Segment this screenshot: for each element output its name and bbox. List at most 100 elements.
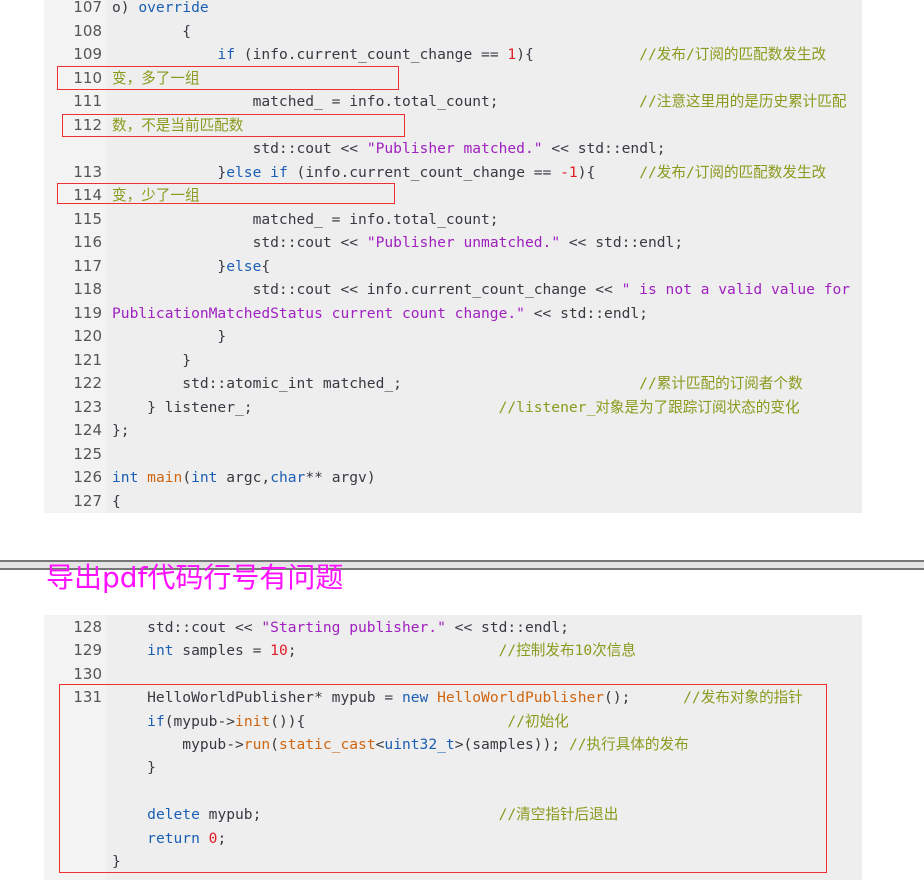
highlight-box-line-110 — [57, 66, 399, 90]
keyword: int — [112, 469, 139, 486]
code-text: { — [261, 257, 271, 275]
code-line: 111 matched_ = info.total_count; //注意这里用… — [44, 90, 862, 114]
code-text: } listener_; — [112, 398, 499, 416]
line-number: 110 — [73, 68, 102, 87]
number-literal: -1 — [560, 163, 578, 181]
code-text: << std::endl; — [524, 304, 648, 322]
comment: 变，少了一组 — [112, 187, 200, 204]
code-text: HelloWorldPublisher* mypub = — [112, 689, 402, 707]
code-text: ){ — [577, 163, 640, 181]
line-number: 129 — [73, 641, 102, 660]
line-number-gutter — [44, 615, 106, 880]
line-number: 130 — [73, 664, 102, 683]
keyword: int — [147, 642, 174, 660]
code-line: 115 matched_ = info.total_count; — [44, 208, 862, 232]
code-line: if(mypub->init()){ //初始化 — [44, 710, 862, 734]
code-line: 125 — [44, 443, 862, 467]
function-name: run — [243, 736, 271, 753]
code-text: matched_ = info.total_count; — [112, 210, 499, 228]
code-text: (mypub-> — [164, 712, 236, 730]
highlight-box-main-body — [59, 684, 827, 873]
function-name: init — [235, 712, 271, 730]
code-line: return 0; — [44, 827, 862, 851]
code-text: samples = — [173, 642, 271, 660]
keyword: override — [138, 0, 209, 16]
code-text — [112, 642, 147, 659]
comment: //注意这里用的是历史累计匹配 — [639, 93, 847, 110]
code-text: ; — [287, 642, 499, 660]
code-content: std::cout << "Publisher unmatched." << s… — [112, 231, 684, 255]
code-line: 113 }else if (info.current_count_change … — [44, 161, 862, 185]
code-content: delete mypub; //清空指针后退出 — [112, 803, 618, 827]
line-number: 120 — [73, 327, 102, 345]
code-line: 121 } — [44, 349, 862, 373]
code-text: << std::endl; — [542, 140, 666, 157]
code-content: } — [112, 325, 226, 349]
line-number: 131 — [73, 688, 102, 707]
line-number: 111 — [73, 92, 102, 110]
line-number: 112 — [73, 115, 102, 134]
code-line: 127{ — [44, 490, 862, 514]
code-content: { — [112, 20, 191, 44]
keyword: else if — [226, 163, 288, 181]
comment: //发布/订阅的匹配数发生改 — [639, 163, 827, 181]
comment: //发布对象的指针 — [683, 689, 803, 707]
code-text: std::cout << — [112, 619, 262, 636]
comment: //初始化 — [507, 712, 569, 730]
comment: //清空指针后退出 — [498, 806, 619, 824]
line-number: 121 — [73, 350, 102, 369]
line-number: 108 — [73, 21, 102, 40]
code-line: std::cout << "Publisher matched." << std… — [44, 137, 862, 161]
keyword: delete — [147, 806, 200, 824]
keyword: return — [147, 829, 200, 847]
code-text: ){ — [516, 46, 640, 63]
function-name: HelloWorldPublisher — [437, 689, 605, 707]
line-number: 124 — [73, 421, 102, 439]
code-text: std::cout << — [112, 234, 367, 251]
code-text: << std::endl; — [445, 619, 569, 636]
code-text: mypub-> — [112, 736, 244, 753]
comment: //发布/订阅的匹配数发生改 — [639, 46, 827, 63]
code-text: } — [112, 853, 121, 870]
code-line: 128 std::cout << "Starting publisher." <… — [44, 616, 862, 640]
code-content: matched_ = info.total_count; — [112, 208, 499, 232]
code-text: (info.current_count_change == — [287, 163, 561, 181]
function-name: static_cast — [278, 736, 376, 753]
code-content: 变，少了一组 — [112, 184, 200, 208]
comment: //累计匹配的订阅者个数 — [639, 375, 803, 392]
string-literal: " is not a valid value for — [621, 281, 851, 298]
annotation-note: 导出pdf代码行号有问题 — [46, 561, 344, 594]
line-number: 122 — [73, 374, 102, 392]
code-text: std::cout << info.current_count_change <… — [112, 281, 622, 298]
code-line: 108 { — [44, 20, 862, 44]
code-content: }else if (info.current_count_change == -… — [112, 161, 826, 185]
code-content: } listener_; //listener_对象是为了跟踪订阅状态的变化 — [112, 396, 799, 420]
code-content: HelloWorldPublisher* mypub = new HelloWo… — [112, 686, 803, 710]
code-text — [138, 469, 147, 486]
code-text: matched_ = info.total_count; — [112, 93, 640, 110]
code-text: } — [112, 163, 227, 181]
code-content: 数，不是当前匹配数 — [112, 114, 243, 138]
code-line: } — [44, 756, 862, 780]
code-text: o) — [112, 0, 139, 16]
code-content: return 0; — [112, 827, 226, 851]
keyword: char — [270, 469, 306, 486]
code-line: 120 } — [44, 325, 862, 349]
code-line: } — [44, 850, 862, 874]
code-text: } — [112, 328, 227, 345]
line-number: 113 — [73, 162, 102, 181]
code-text: { — [112, 22, 192, 40]
line-number: 119 — [73, 303, 102, 322]
string-literal: "Publisher unmatched." — [366, 234, 561, 251]
keyword: if — [147, 712, 165, 730]
code-content: matched_ = info.total_count; //注意这里用的是历史… — [112, 90, 847, 114]
code-text: (info.current_count_change == — [235, 46, 508, 63]
code-content: std::cout << "Publisher matched." << std… — [112, 137, 666, 161]
string-literal: "Starting publisher." — [261, 619, 446, 636]
function-name: main — [147, 469, 183, 486]
comment: 数，不是当前匹配数 — [112, 116, 244, 134]
code-line: 122 std::atomic_int matched_; //累计匹配的订阅者… — [44, 372, 862, 396]
code-block-bottom: 128 std::cout << "Starting publisher." <… — [44, 615, 862, 880]
